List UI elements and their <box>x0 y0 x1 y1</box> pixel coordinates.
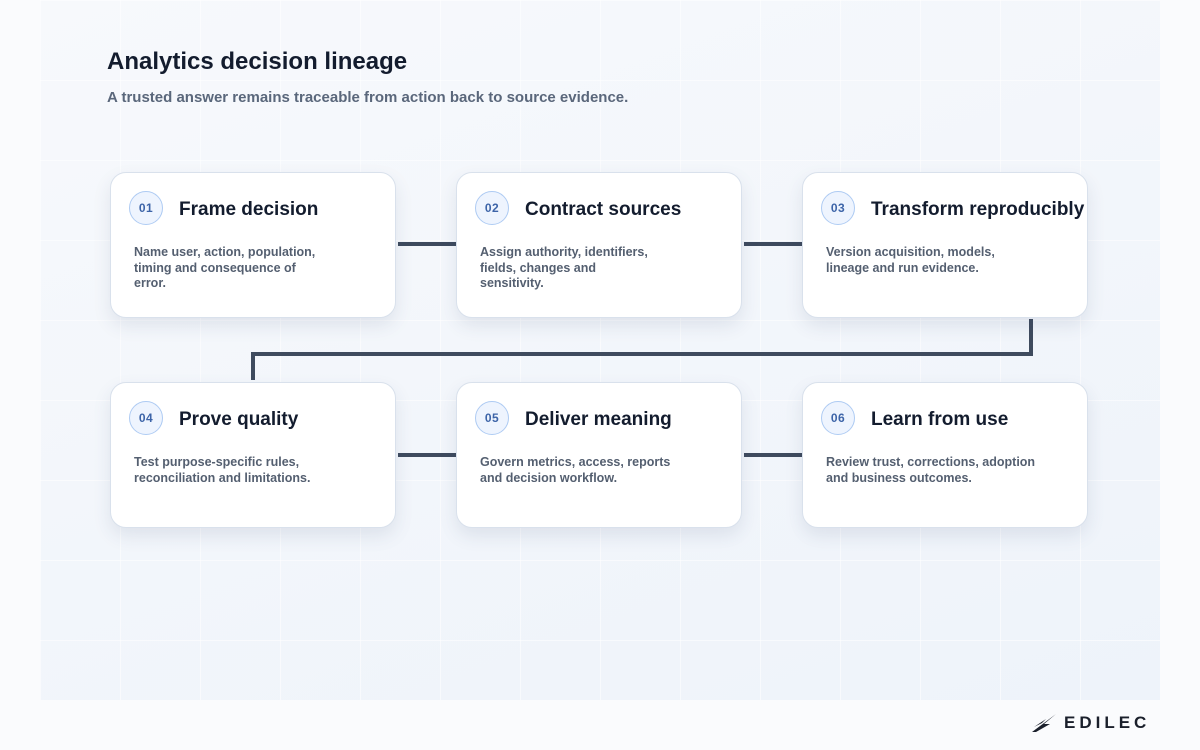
page-title: Analytics decision lineage <box>107 48 408 75</box>
background-panel <box>40 0 1160 700</box>
step-title: Contract sources <box>525 199 682 220</box>
edilec-logo-icon <box>1032 714 1056 732</box>
step-number-badge: 01 <box>129 191 163 225</box>
step-title: Deliver meaning <box>525 409 672 430</box>
step-description: Version acquisition, models, lineage and… <box>826 245 995 275</box>
step-number-badge: 02 <box>475 191 509 225</box>
step-card-learn-from-use: 06 Learn from use Review trust, correcti… <box>802 382 1088 528</box>
step-card-contract-sources: 02 Contract sources Assign authority, id… <box>456 172 742 318</box>
step-title: Learn from use <box>871 409 1009 430</box>
step-number-badge: 03 <box>821 191 855 225</box>
step-card-transform-reproducibly: 03 Transform reproducibly Version acquis… <box>802 172 1088 318</box>
step-card-frame-decision: 01 Frame decision Name user, action, pop… <box>110 172 396 318</box>
step-card-prove-quality: 04 Prove quality Test purpose-specific r… <box>110 382 396 528</box>
step-description: Test purpose-specific rules, reconciliat… <box>134 455 311 485</box>
brand-name: EDILEC <box>1064 713 1151 732</box>
step-description: Govern metrics, access, reports and deci… <box>480 455 671 485</box>
page-subtitle: A trusted answer remains traceable from … <box>107 89 629 106</box>
step-number-badge: 06 <box>821 401 855 435</box>
step-number-badge: 05 <box>475 401 509 435</box>
step-title: Prove quality <box>179 409 299 430</box>
brand-logo: EDILEC <box>1030 710 1150 736</box>
step-description: Assign authority, identifiers, fields, c… <box>480 245 648 291</box>
step-title: Frame decision <box>179 199 319 220</box>
step-description: Review trust, corrections, adoption and … <box>826 455 1036 485</box>
step-description: Name user, action, population, timing an… <box>134 245 316 291</box>
step-title: Transform reproducibly <box>871 199 1085 220</box>
step-card-deliver-meaning: 05 Deliver meaning Govern metrics, acces… <box>456 382 742 528</box>
step-number-badge: 04 <box>129 401 163 435</box>
connector-03-04 <box>251 319 1033 380</box>
